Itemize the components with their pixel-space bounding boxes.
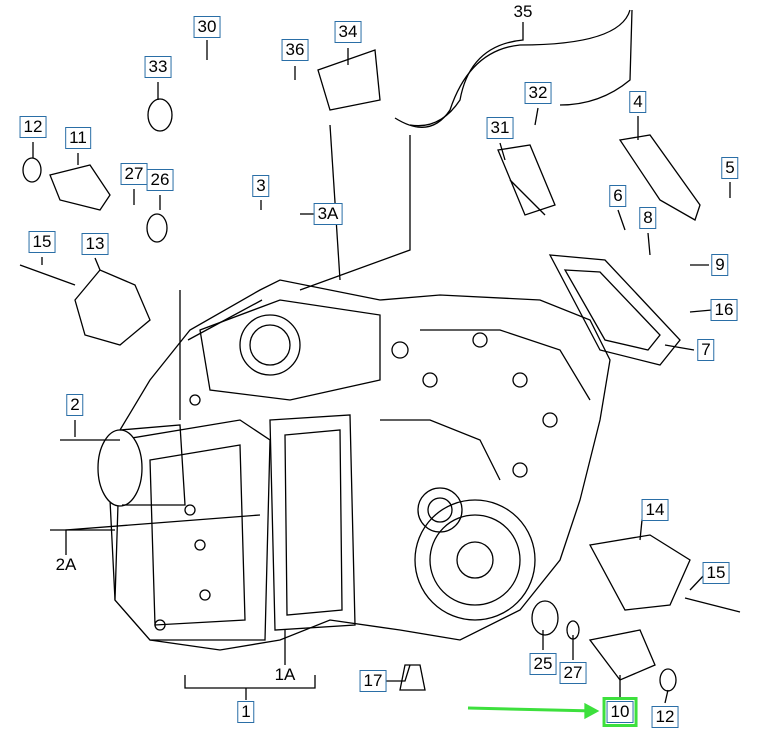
callout-33: 33 [144, 56, 172, 78]
flange-13 [74, 269, 151, 346]
flange-14 [588, 534, 691, 611]
bolt-15-top [19, 264, 76, 286]
breather-pipe-35 [394, 9, 631, 128]
flange-10 [588, 629, 656, 681]
callout-27b: 27 [559, 662, 587, 684]
seal-33 [147, 98, 173, 132]
callout-6: 6 [609, 185, 627, 207]
callout-1A: 1A [274, 665, 296, 684]
callout-27a: 27 [120, 163, 148, 185]
callout-12b: 12 [651, 706, 679, 728]
gasket-part-7 [548, 254, 681, 366]
seal-25 [531, 600, 559, 636]
oring-12-top [22, 157, 42, 183]
callout-15b: 15 [702, 562, 730, 584]
callout-2A: 2A [55, 555, 77, 574]
callout-17: 17 [359, 670, 387, 692]
callout-8: 8 [639, 207, 657, 229]
callout-32: 32 [524, 82, 552, 104]
callout-25: 25 [529, 653, 557, 675]
callout-1: 1 [237, 701, 255, 723]
callout-31: 31 [486, 117, 514, 139]
callout-15a: 15 [28, 231, 56, 253]
callout-3: 3 [252, 175, 270, 197]
callout-26: 26 [146, 169, 174, 191]
callout-30: 30 [193, 16, 221, 38]
bolt-15-bottom [684, 597, 741, 613]
callout-11: 11 [65, 127, 91, 149]
highlight-arrow-head [584, 702, 600, 720]
oil-pan-gasket [269, 414, 356, 631]
flange-11 [49, 164, 111, 211]
callout-12a: 12 [19, 116, 47, 138]
callout-2: 2 [66, 394, 84, 416]
bracket-part-31 [497, 144, 556, 216]
callout-14: 14 [641, 499, 669, 521]
callout-9: 9 [711, 254, 729, 276]
callout-16: 16 [710, 299, 738, 321]
callout-34: 34 [334, 21, 362, 43]
callout-4: 4 [629, 91, 647, 113]
oring-12-bottom [659, 668, 677, 692]
callout-3A: 3A [313, 203, 343, 225]
callout-36: 36 [281, 39, 309, 61]
callout-35: 35 [513, 2, 533, 21]
bracket-part-34 [317, 49, 381, 111]
seal-26 [146, 213, 168, 243]
callout-10: 10 [602, 697, 638, 727]
highlight-arrow [467, 706, 596, 713]
callout-7: 7 [697, 339, 715, 361]
callout-5: 5 [721, 157, 739, 179]
callout-13: 13 [81, 233, 109, 255]
drain-plug-17 [399, 664, 426, 691]
bracket-part-4 [618, 134, 701, 221]
